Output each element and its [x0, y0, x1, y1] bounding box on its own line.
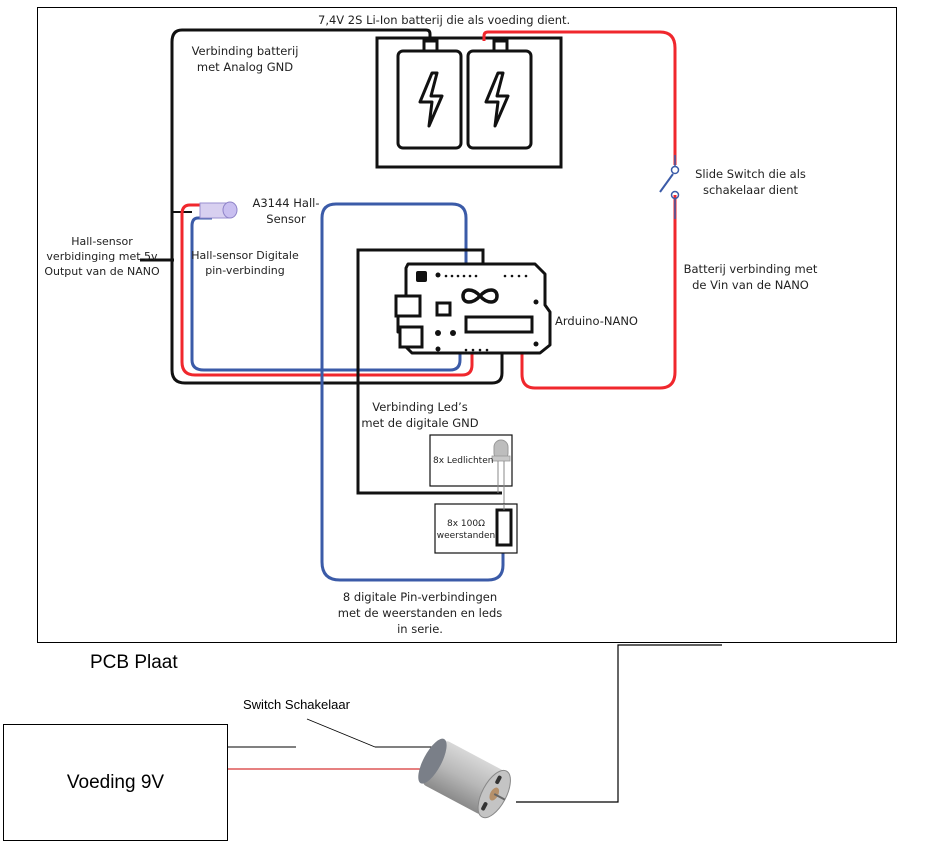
battery-gnd-label: Verbinding batterij met Analog GND — [191, 44, 299, 74]
switch-label: Slide Switch die als schakelaar dient — [695, 167, 806, 197]
lightning-icon — [484, 71, 510, 128]
dc-motor-icon — [418, 738, 511, 819]
resistor-label: 8x 100Ω weerstanden — [436, 519, 496, 541]
pcb-frame — [37, 7, 897, 643]
slide-switch — [659, 155, 680, 219]
hall-sensor-power-label: Hall-sensor verbidinging met 5v Output v… — [44, 235, 160, 278]
hall-sensor-digital-label: Hall-sensor Digitale pin-verbinding — [191, 249, 299, 277]
motor-switch-label: Switch Schakelaar — [243, 697, 350, 712]
battery-pack — [375, 36, 563, 169]
pcb-label: PCB Plaat — [90, 652, 178, 673]
lightning-icon — [418, 71, 444, 128]
arduino-label: Arduino-NANO — [555, 314, 638, 328]
hall-sensor-name: A3144 Hall-Sensor — [252, 196, 320, 226]
switch-pointer — [306, 718, 376, 748]
power-supply-box: Voeding 9V — [3, 724, 228, 841]
arduino-nano-board — [394, 262, 552, 355]
resistor-icon — [495, 508, 513, 547]
battery-title: 7,4V 2S Li-Ion batterij die als voeding … — [318, 13, 571, 27]
power-supply-label: Voeding 9V — [66, 771, 165, 793]
arduino-infinity-icon — [461, 288, 499, 304]
led-gnd-label: Verbinding Led’s met de digitale GND — [361, 400, 479, 430]
vin-label: Batterij verbinding met de Vin van de NA… — [683, 262, 818, 292]
led-box-label: 8x Ledlichten — [433, 456, 494, 466]
hall-sensor — [199, 201, 238, 219]
led-pins-label: 8 digitale Pin-verbindingen met de weers… — [337, 590, 503, 636]
led-icon — [491, 439, 511, 509]
